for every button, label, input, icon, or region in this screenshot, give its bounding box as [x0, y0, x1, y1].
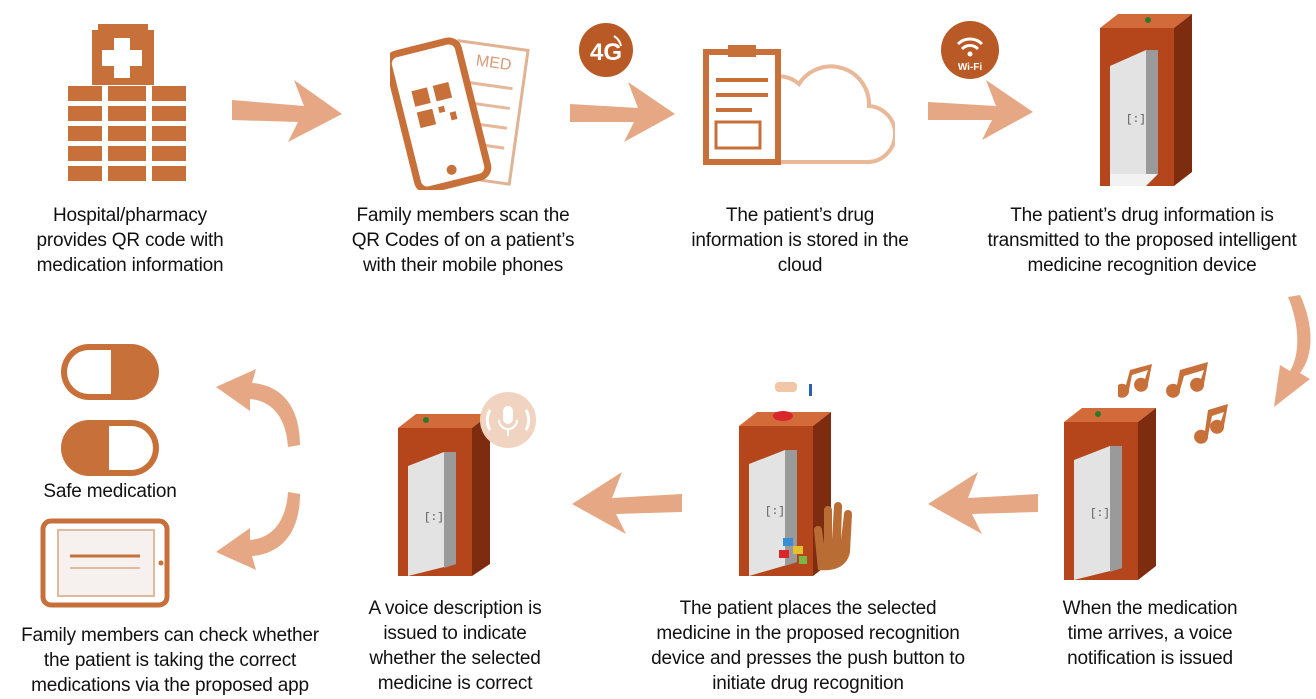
recognition-device-button-icon: [:] — [735, 380, 855, 580]
music-notes-icon — [1118, 350, 1243, 450]
med-label: MED — [475, 52, 513, 74]
text-line: medicine in the proposed recognition — [656, 623, 960, 644]
hospital-icon — [62, 20, 192, 185]
text-line: device and presses the push button to — [651, 648, 965, 669]
step-label-app-check: Family members can check whether the pat… — [0, 623, 340, 698]
svg-text:[:]: [:] — [424, 512, 444, 524]
text-line: cloud — [777, 255, 823, 276]
text-line: with their mobile phones — [362, 255, 564, 276]
step-label-safe-medication: Safe medication — [10, 479, 210, 504]
step-label-voice-description: A voice description is issued to indicat… — [340, 596, 570, 696]
wifi-badge: Wi-Fi — [940, 20, 1000, 80]
flow-arrow-1 — [232, 80, 342, 142]
text-line: A voice description is — [368, 598, 542, 619]
step-label-transmit: The patient’s drug information is transm… — [968, 203, 1316, 278]
text-line: QR Codes of on a patient’s — [351, 230, 575, 251]
text-line: time arrives, a voice — [1067, 623, 1233, 644]
step-label-hospital: Hospital/pharmacy provides QR code with … — [0, 203, 260, 278]
text-line: Family members can check whether — [21, 625, 319, 646]
text-line: Hospital/pharmacy — [53, 205, 207, 226]
svg-text:[:]: [:] — [765, 506, 785, 518]
step-label-place-medicine: The patient places the selected medicine… — [628, 596, 988, 696]
flow-arrow-5 — [572, 472, 682, 534]
text-line: the patient is taking the correct — [43, 650, 297, 671]
cloud-storage-icon — [700, 40, 895, 170]
4g-badge: 4G — [578, 22, 634, 78]
text-line: When the medication — [1062, 598, 1238, 619]
pills-icon — [55, 340, 165, 480]
text-line: The patient’s drug — [725, 205, 875, 226]
phone-scan-icon: MED — [390, 15, 530, 190]
flow-arrow-curve-up — [210, 365, 305, 450]
text-line: issued to indicate — [383, 623, 527, 644]
flow-arrow-curve-right — [1270, 295, 1316, 415]
text-line: Family members scan the — [356, 205, 570, 226]
recognition-device-voice-icon: [:] — [392, 390, 500, 580]
step-label-voice-notification: When the medication time arrives, a voic… — [1020, 596, 1280, 671]
svg-text:[:]: [:] — [1126, 114, 1146, 126]
svg-text:[:]: [:] — [1090, 508, 1110, 520]
tablet-app-icon — [40, 518, 170, 608]
text-line: medicine recognition device — [1027, 255, 1257, 276]
text-line: medicine is correct — [377, 673, 533, 694]
text-line: notification is issued — [1067, 648, 1233, 669]
recognition-device-icon: [:] — [1088, 10, 1198, 190]
text-line: information is stored in the — [691, 230, 909, 251]
text-line: The patient’s drug information is — [1010, 205, 1274, 226]
4g-label: 4G — [590, 39, 622, 66]
text-line: medication information — [36, 255, 224, 276]
flow-arrow-4 — [928, 472, 1038, 534]
text-line: whether the selected — [369, 648, 541, 669]
text-line: medications via the proposed app — [31, 675, 309, 696]
step-label-scan: Family members scan the QR Codes of on a… — [318, 203, 608, 278]
flow-arrow-curve-down — [210, 490, 305, 575]
hand-icon — [808, 500, 856, 572]
text-line: transmitted to the proposed intelligent — [987, 230, 1297, 251]
wifi-label: Wi-Fi — [958, 62, 983, 73]
text-line: initiate drug recognition — [712, 673, 904, 694]
recognition-device-notify-icon: [:] — [1058, 400, 1166, 585]
step-label-cloud: The patient’s drug information is stored… — [660, 203, 940, 278]
voice-wave-icon — [478, 390, 538, 450]
flow-arrow-3 — [928, 80, 1033, 140]
text-line: provides QR code with — [36, 230, 224, 251]
text-line: The patient places the selected — [679, 598, 937, 619]
flow-arrow-2 — [570, 82, 675, 142]
text-line: Safe medication — [43, 481, 177, 502]
